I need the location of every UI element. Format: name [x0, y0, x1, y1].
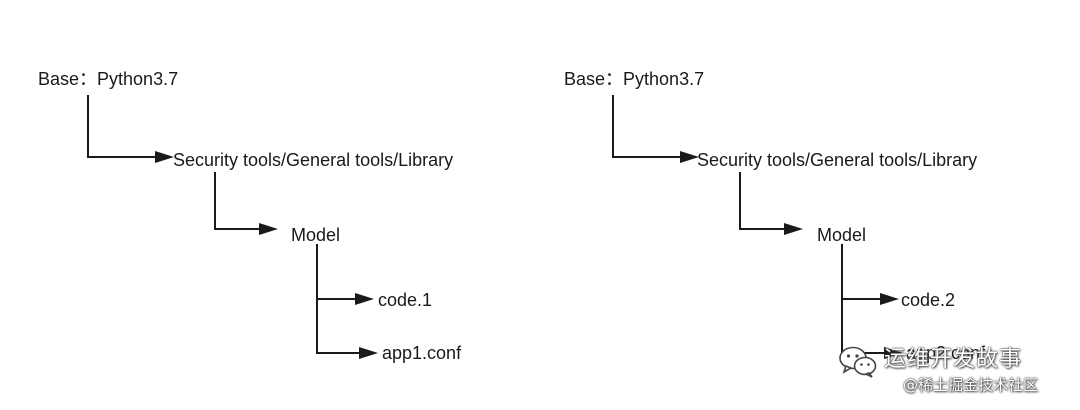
left-level2-label: Model — [291, 225, 341, 245]
left-arrowhead-level2 — [259, 223, 278, 235]
left-connector-level1-to-level2 — [214, 172, 262, 230]
right-level2-label: Model — [817, 225, 867, 245]
watermark-subtitle: @稀土掘金技术社区 — [903, 376, 1039, 394]
right-arrowhead-level1 — [680, 151, 699, 163]
right-arrowhead-leaf1 — [880, 293, 899, 305]
right-leaf2-label: app2.conf — [906, 343, 986, 363]
right-connector-level1-to-level2 — [739, 172, 787, 230]
left-leaf2-label: app1.conf — [382, 343, 462, 363]
left-arrowhead-level1 — [155, 151, 174, 163]
right-arrowhead-level2 — [784, 223, 803, 235]
right-root-label: Base：Python3.7 — [564, 69, 705, 89]
right-leaf1-label: code.2 — [901, 290, 956, 310]
watermark-title: 运维开发故事 — [884, 347, 1023, 372]
left-level1-label: Security tools/General tools/Library — [173, 150, 454, 170]
left-arrowhead-leaf1 — [355, 293, 374, 305]
left-arrowhead-leaf2 — [359, 347, 378, 359]
left-connector-level2-to-leaf1 — [316, 244, 358, 300]
left-root-label: Base：Python3.7 — [38, 69, 179, 89]
left-connector-level2-to-leaf2 — [316, 299, 362, 354]
right-connector-level2-to-leaf1 — [841, 244, 883, 300]
left-leaf1-label: code.1 — [378, 290, 433, 310]
right-level1-label: Security tools/General tools/Library — [697, 150, 978, 170]
left-connector-root-to-level1 — [87, 95, 158, 158]
wechat-icon — [839, 346, 877, 378]
right-arrowhead-leaf2 — [884, 347, 903, 359]
right-connector-root-to-level1 — [612, 95, 683, 158]
